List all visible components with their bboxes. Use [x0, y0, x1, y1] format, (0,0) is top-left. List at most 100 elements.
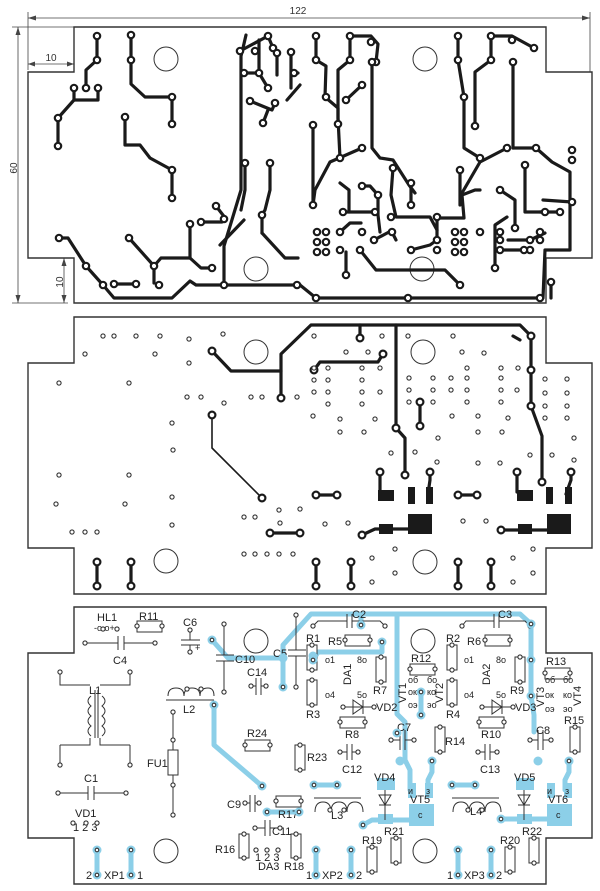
mounting-hole	[410, 339, 436, 365]
label-c14: C14	[247, 667, 267, 679]
pad	[517, 679, 523, 685]
pad	[482, 637, 488, 643]
via	[310, 413, 316, 419]
mounting-hole	[412, 46, 438, 72]
vt2-e: эo	[427, 700, 437, 710]
pad	[265, 528, 275, 538]
pad	[170, 782, 176, 788]
via	[126, 472, 132, 478]
pad-hole	[360, 822, 366, 828]
label-vt4: VT4	[572, 686, 584, 706]
pad	[453, 557, 463, 567]
pad	[450, 227, 460, 237]
pad	[312, 227, 322, 237]
via	[311, 389, 317, 395]
label-r17: R17	[278, 809, 298, 821]
pad	[309, 667, 315, 673]
pad	[196, 217, 206, 227]
pad	[425, 467, 435, 477]
via	[430, 387, 436, 393]
pad	[449, 667, 455, 673]
via	[56, 380, 62, 386]
da1-pin1: o1	[325, 655, 335, 665]
label-xp3-pin1: 1	[447, 870, 453, 882]
label-vd1-pins: 1 2 3	[73, 822, 97, 834]
pad	[502, 143, 512, 153]
vt4-k: кo	[563, 690, 572, 700]
via	[290, 551, 296, 557]
pad	[567, 145, 577, 155]
pad	[345, 55, 355, 65]
pad	[393, 835, 399, 841]
via	[377, 389, 383, 395]
pad	[455, 280, 465, 290]
pad	[459, 623, 465, 629]
pad	[367, 637, 373, 643]
pad	[357, 227, 367, 237]
pad	[346, 557, 356, 567]
vt1-b: oб	[408, 675, 418, 685]
pad-hole	[449, 782, 455, 788]
via	[252, 514, 258, 520]
label-c6-plus: +	[195, 643, 200, 653]
label-r21: R21	[384, 826, 404, 838]
via	[498, 399, 504, 405]
via	[392, 546, 398, 552]
via	[169, 494, 175, 500]
pad	[495, 245, 505, 255]
label-c10: C10	[235, 654, 255, 666]
pad	[240, 158, 250, 168]
pad	[366, 37, 376, 47]
pad	[475, 227, 485, 237]
pad-hole	[394, 730, 400, 736]
pad	[362, 719, 368, 725]
via	[157, 333, 163, 339]
label-hl1: HL1	[97, 612, 117, 624]
pad-hole	[334, 782, 340, 788]
pad	[378, 654, 384, 660]
pad	[55, 790, 61, 796]
label-vd2: VD2	[376, 702, 397, 714]
vt5-drain-pad	[409, 804, 434, 826]
top-traces	[95, 323, 573, 588]
pad	[355, 245, 365, 255]
via	[498, 387, 504, 393]
pad	[335, 227, 345, 237]
vt4-e: эo	[563, 704, 573, 714]
via	[388, 450, 394, 456]
pad	[415, 421, 425, 431]
via	[241, 551, 247, 557]
pad	[400, 470, 410, 480]
via	[497, 460, 503, 466]
pad	[321, 92, 331, 102]
pad	[370, 207, 380, 217]
label-r1: R1	[306, 633, 320, 645]
pad	[70, 820, 76, 826]
via	[264, 551, 270, 557]
pad	[470, 121, 480, 131]
pad	[495, 235, 505, 245]
via	[53, 501, 59, 507]
pad	[277, 825, 283, 831]
pad-hole	[259, 783, 265, 789]
pad	[289, 68, 299, 78]
pad	[459, 92, 469, 102]
pad	[531, 860, 537, 866]
via	[345, 520, 351, 526]
mounting-hole	[153, 548, 179, 574]
pad	[221, 621, 227, 627]
height-label: 60	[9, 162, 20, 174]
pad	[124, 233, 134, 243]
pad	[548, 737, 554, 743]
label-r20: R20	[500, 835, 520, 847]
via	[111, 333, 117, 339]
label-r14: R14	[445, 736, 465, 748]
label-vt1: VT1	[397, 683, 409, 703]
vt6-drain-pad	[547, 804, 572, 826]
pad	[170, 812, 176, 818]
label-r11: R11	[139, 611, 158, 623]
via	[325, 389, 331, 395]
via	[220, 331, 226, 337]
via	[169, 420, 175, 426]
label-vd3: VD3	[515, 702, 536, 714]
